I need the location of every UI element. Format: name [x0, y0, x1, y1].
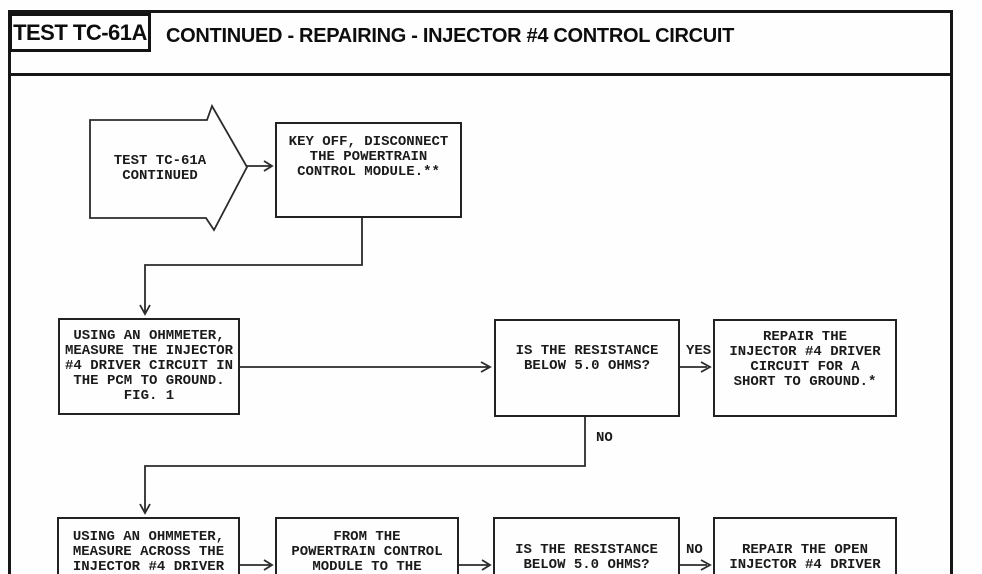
- arrowhead-entry: [263, 160, 274, 172]
- arrowhead-row3-no: [700, 559, 712, 571]
- entry-arrow-label: TEST TC-61A CONTINUED: [113, 153, 207, 184]
- label-no-2: NO: [686, 542, 703, 558]
- connector-no-branch: [144, 417, 586, 511]
- arrowhead-row3-a: [263, 559, 274, 571]
- label-yes-1: YES: [686, 343, 712, 359]
- arrowhead-no-branch: [139, 503, 151, 515]
- header-test-box: TEST TC-61A: [9, 13, 151, 52]
- box-measure-pcm-ground: USING AN OHMMETER, MEASURE THE INJECTOR …: [58, 318, 240, 415]
- box-resistance-check-2: IS THE RESISTANCE BELOW 5.0 OHMS?: [493, 517, 680, 574]
- entry-arrow-shape: [89, 103, 249, 232]
- box-key-off: KEY OFF, DISCONNECT THE POWERTRAIN CONTR…: [275, 122, 462, 218]
- arrowhead-row3-b: [481, 559, 492, 571]
- connector-keyoff-down: [144, 217, 363, 312]
- page-border: [8, 10, 953, 574]
- page-title: CONTINUED - REPAIRING - INJECTOR #4 CONT…: [166, 25, 735, 47]
- label-no-1: NO: [596, 430, 613, 446]
- arrowhead-check1: [480, 361, 492, 373]
- box-repair-open: REPAIR THE OPEN INJECTOR #4 DRIVER: [713, 517, 897, 574]
- test-id-label: TEST TC-61A: [13, 19, 147, 45]
- arrowhead-yes-branch: [700, 361, 712, 373]
- header-divider: [8, 73, 953, 76]
- box-from-pcm: FROM THE POWERTRAIN CONTROL MODULE TO TH…: [275, 517, 459, 574]
- box-resistance-check-1: IS THE RESISTANCE BELOW 5.0 OHMS?: [494, 319, 680, 417]
- box-measure-across-driver: USING AN OHMMETER, MEASURE ACROSS THE IN…: [57, 517, 240, 574]
- arrowhead-keyoff-down: [139, 304, 151, 316]
- box-repair-short: REPAIR THE INJECTOR #4 DRIVER CIRCUIT FO…: [713, 319, 897, 417]
